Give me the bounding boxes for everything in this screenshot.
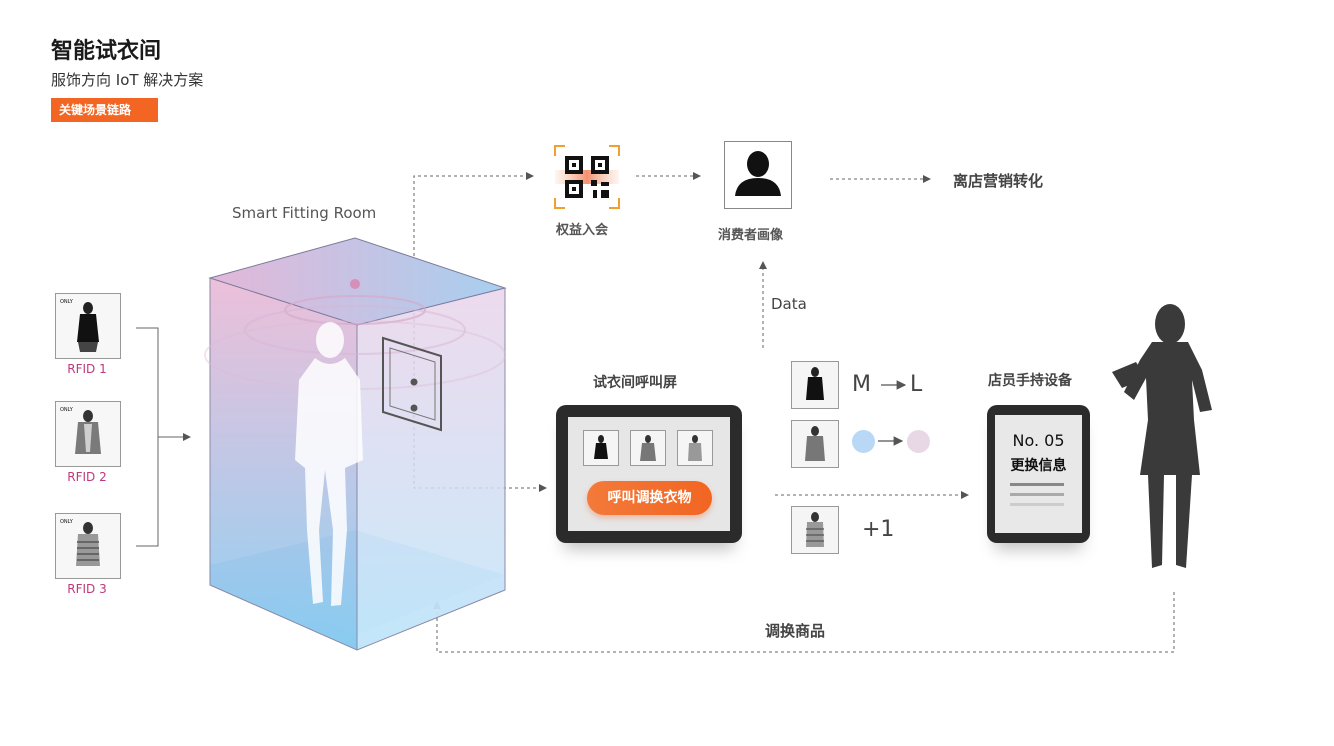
swap-return-line <box>433 592 1175 653</box>
device-number: No. 05 <box>1012 431 1065 450</box>
user-silhouette-icon <box>735 151 781 196</box>
qr-code-icon <box>554 145 620 209</box>
svg-text:ONLY: ONLY <box>60 299 74 305</box>
clothing-photo-icon: ONLY <box>60 299 99 352</box>
membership-label: 权益入会 <box>556 223 609 238</box>
device-info: 更换信息 <box>1010 458 1067 474</box>
rfid-bracket <box>136 327 191 547</box>
profile-card <box>724 141 792 209</box>
size-from: M <box>852 372 871 397</box>
add-count: +1 <box>862 517 895 542</box>
fitting-room-illustration <box>204 237 507 651</box>
device-text-line <box>1010 483 1064 486</box>
clothing-photo-icon: ONLY <box>60 407 101 454</box>
rfid-card-2: ONLY <box>55 401 121 467</box>
staff-device-display <box>995 415 1082 533</box>
staff-device-title: 店员手持设备 <box>988 373 1072 389</box>
page-subtitle: 服饰方向 IoT 解决方案 <box>51 71 204 89</box>
profile-label: 消费者画像 <box>718 228 784 243</box>
svg-text:ONLY: ONLY <box>60 519 74 525</box>
screen-thumb-3[interactable] <box>677 430 713 466</box>
color-from-swatch <box>852 430 875 453</box>
swap-label: 调换商品 <box>765 622 826 640</box>
page-title: 智能试衣间 <box>51 39 162 64</box>
staff-silhouette-icon <box>1112 304 1212 568</box>
color-to-swatch <box>907 430 930 453</box>
rfid-label-3: RFID 3 <box>67 582 107 596</box>
clothing-photo-icon: ONLY <box>60 519 100 566</box>
rfid-card-1: ONLY <box>55 293 121 359</box>
device-text-line <box>1010 503 1064 506</box>
rfid-card-3: ONLY <box>55 513 121 579</box>
call-swap-button[interactable]: 呼叫调换衣物 <box>587 481 712 515</box>
change-item-size <box>791 361 839 409</box>
conversion-label: 离店营销转化 <box>953 172 1044 190</box>
screen-thumb-2[interactable] <box>630 430 666 466</box>
svg-text:ONLY: ONLY <box>60 407 74 413</box>
fitting-room-title: Smart Fitting Room <box>232 204 377 222</box>
scene-badge: 关键场景链路 <box>51 98 158 122</box>
screen-thumb-1[interactable] <box>583 430 619 466</box>
size-to: L <box>910 372 923 397</box>
call-screen-title: 试衣间呼叫屏 <box>593 375 677 391</box>
data-label: Data <box>771 295 807 313</box>
rfid-label-2: RFID 2 <box>67 470 107 484</box>
change-item-add <box>791 506 839 554</box>
rfid-label-1: RFID 1 <box>67 362 107 376</box>
change-item-color <box>791 420 839 468</box>
device-text-line <box>1010 493 1064 496</box>
